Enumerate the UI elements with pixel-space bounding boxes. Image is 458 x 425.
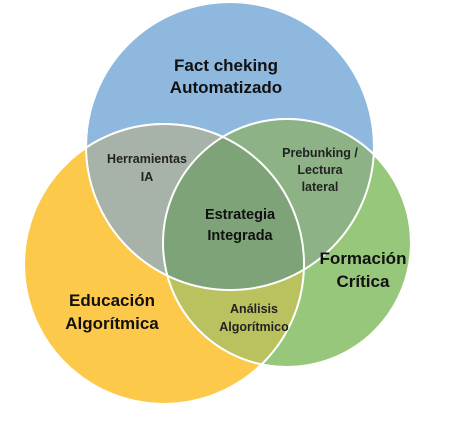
label-estrategia-line2: Integrada — [207, 228, 273, 244]
label-educacion-line1: Educación — [69, 291, 155, 310]
label-prebunking-line1: Prebunking / — [282, 146, 358, 160]
label-formacion-line2: Crítica — [337, 272, 390, 291]
label-fact-checking-line2: Automatizado — [170, 78, 282, 97]
label-analisis-line1: Análisis — [230, 302, 278, 316]
label-herramientas-line1: Herramientas — [107, 152, 187, 166]
label-formacion-line1: Formación — [320, 249, 407, 268]
label-prebunking-line3: lateral — [302, 180, 339, 194]
label-educacion-line2: Algorítmica — [65, 314, 159, 333]
overlap-center — [163, 124, 304, 290]
label-fact-checking-line1: Fact cheking — [174, 56, 278, 75]
label-analisis-line2: Algorítmico — [219, 320, 289, 334]
outline-yellow — [23, 123, 305, 405]
outline-blue — [85, 1, 375, 291]
label-herramientas-line2: IA — [141, 170, 154, 184]
outline-green — [162, 118, 412, 368]
label-estrategia-line1: Estrategia — [205, 207, 276, 223]
label-prebunking-line2: Lectura — [297, 163, 343, 177]
